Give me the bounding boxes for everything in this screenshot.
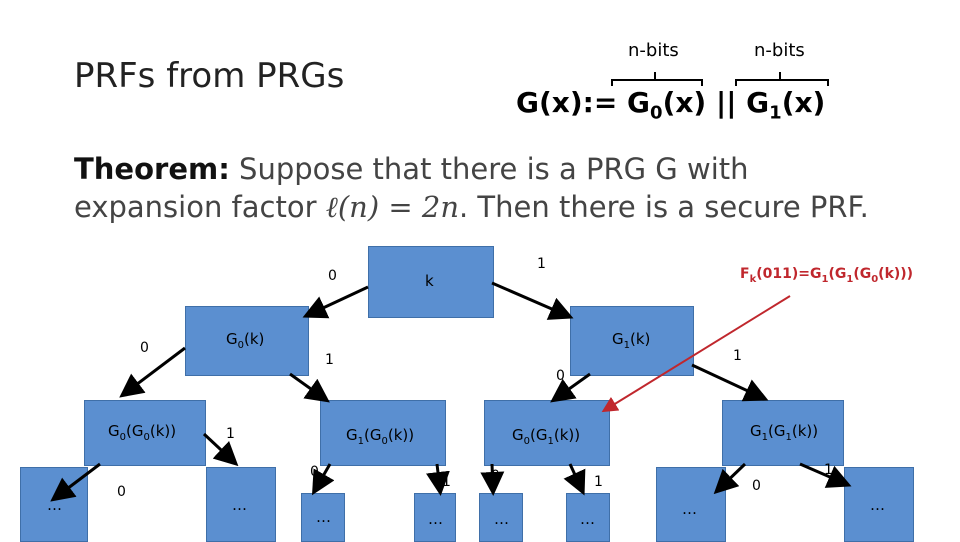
tree-leaf-6	[566, 493, 610, 542]
tree-node-g1k	[570, 306, 694, 376]
brace-left	[611, 72, 703, 86]
gdef-sub1: 1	[769, 102, 782, 124]
gdef-suffix: (x)	[781, 86, 826, 119]
node-label-root: k	[425, 272, 434, 290]
tree-leaf-2	[206, 467, 276, 542]
edge-g0g1k-right	[563, 463, 586, 496]
edge-label-g1g1k-1: 1	[824, 462, 833, 478]
annotation-sub1b: 1	[846, 273, 854, 285]
edge-g1k-right	[691, 363, 769, 402]
edge-label-g0g0k-0: 0	[117, 484, 126, 500]
annotation-prefix: F	[740, 266, 750, 282]
annotation-sub-k: k	[749, 273, 757, 285]
node-label-g1k: G1(k)	[612, 330, 651, 351]
leaf-ellipsis-6: …	[580, 510, 595, 528]
slide-title: PRFs from PRGs	[74, 56, 345, 96]
edge-label-g1k-1: 1	[733, 348, 742, 364]
edge-label-g1g0k-1: 1	[442, 474, 451, 490]
edge-g0g1k-left	[480, 463, 505, 496]
edge-label-g0g0k-1: 1	[226, 426, 235, 442]
annotation-sub0: 0	[871, 273, 879, 285]
tree-leaf-4	[414, 493, 456, 542]
edge-g1g1k-left	[713, 462, 747, 495]
prf-evaluation-annotation: Fk(011)=G1(G1(G0(k)))	[740, 266, 913, 285]
theorem-statement: Theorem: Suppose that there is a PRG G w…	[74, 150, 934, 226]
edge-g1k-left	[550, 372, 591, 403]
annotation-sub1a: 1	[821, 273, 829, 285]
edge-g0k-left	[119, 346, 186, 398]
edge-label-root-1: 1	[537, 256, 546, 272]
edge-label-g0k-1: 1	[325, 352, 334, 368]
tree-node-root	[368, 246, 494, 318]
theorem-label: Theorem:	[74, 152, 230, 186]
node-label-g0k: G0(k)	[226, 330, 265, 351]
edge-label-g0g1k-0: 0	[491, 468, 500, 484]
brace-right	[735, 72, 829, 86]
annotation-mid2: (G	[828, 266, 847, 282]
edge-label-g0k-0: 0	[140, 340, 149, 356]
leaf-ellipsis-1: …	[47, 496, 62, 514]
edge-g1g0k-right	[426, 463, 450, 496]
gdef-mid: (x) || G	[662, 86, 770, 119]
edge-root-left	[302, 285, 369, 319]
edge-label-g1g0k-0: 0	[310, 464, 319, 480]
node-label-g0g0k: G0(G0(k))	[108, 422, 177, 443]
tree-leaf-3	[301, 493, 345, 542]
edge-g1g0k-left	[312, 463, 335, 496]
prg-definition: G(x):= G0(x) || G1(x)	[516, 86, 825, 124]
edge-g0g0k-right	[202, 432, 239, 467]
leaf-ellipsis-4: …	[428, 510, 443, 528]
nbits-right-label: n-bits	[754, 40, 805, 61]
edge-g1g1k-right	[799, 462, 852, 488]
tree-node-g0g1k	[484, 400, 610, 466]
theorem-line1: Suppose that there is a PRG G with	[229, 152, 749, 186]
node-label-g0g1k: G0(G1(k))	[512, 426, 581, 447]
edge-label-g1g1k-0: 0	[752, 478, 761, 494]
edge-g0g0k-left	[50, 462, 101, 502]
theorem-line2-prefix: expansion factor	[74, 190, 326, 224]
nbits-left-label: n-bits	[628, 40, 679, 61]
edge-g0k-right	[289, 372, 330, 403]
annotation-suffix: (k)))	[878, 266, 914, 282]
annotation-arrow	[601, 295, 791, 413]
edge-label-g0g1k-1: 1	[594, 474, 603, 490]
tree-leaf-5	[479, 493, 523, 542]
tree-node-g1g1k	[722, 400, 844, 466]
node-label-g1g1k: G1(G1(k))	[750, 422, 819, 443]
gdef-prefix: G(x):= G	[516, 86, 651, 119]
edge-root-right	[491, 281, 574, 320]
leaf-ellipsis-7: …	[682, 500, 697, 518]
leaf-ellipsis-2: …	[232, 496, 247, 514]
annotation-mid3: (G	[853, 266, 872, 282]
gdef-sub0: 0	[650, 102, 663, 124]
theorem-line2-suffix: . Then there is a secure PRF.	[459, 190, 869, 224]
tree-node-g0k	[185, 306, 309, 376]
tree-node-g0g0k	[84, 400, 206, 466]
node-label-g1g0k: G1(G0(k))	[346, 426, 415, 447]
leaf-ellipsis-5: …	[494, 510, 509, 528]
leaf-ellipsis-3: …	[316, 508, 331, 526]
annotation-mid1: (011)=G	[756, 266, 822, 282]
leaf-ellipsis-8: …	[870, 496, 885, 514]
edge-label-g1k-0: 0	[556, 368, 565, 384]
tree-node-g1g0k	[320, 400, 446, 466]
edge-label-root-0: 0	[328, 268, 337, 284]
theorem-formula: ℓ(n) = 2n	[325, 190, 459, 224]
